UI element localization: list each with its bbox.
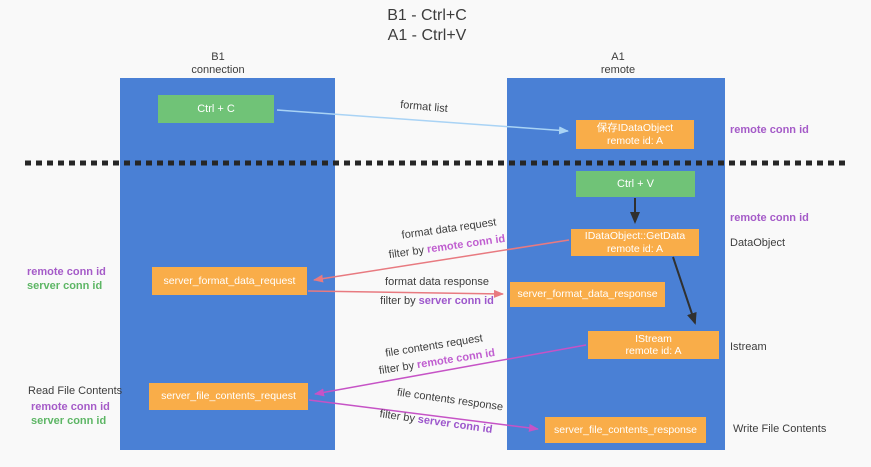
- save-idataobject-line2: remote id: A: [606, 134, 664, 147]
- istream-node: IStream remote id: A: [588, 331, 719, 359]
- diagram-title: B1 - Ctrl+C A1 - Ctrl+V: [387, 6, 467, 46]
- format-data-response-edge-label: format data response: [385, 276, 489, 288]
- filter-by-text-2: filter by: [380, 295, 419, 307]
- title-line-2: A1 - Ctrl+V: [387, 27, 467, 44]
- save-idataobject-line1: 保存IDataObject: [596, 122, 674, 134]
- file-contents-response-filter-label: filter by server conn id: [379, 408, 493, 436]
- ctrl-v-node: Ctrl + V: [576, 171, 695, 197]
- server-format-data-response-label: server_format_data_response: [517, 288, 658, 300]
- save-idataobject-node: 保存IDataObject remote id: A: [576, 120, 694, 149]
- istream-line1: IStream: [635, 332, 672, 345]
- format-list-edge-label: format list: [399, 98, 449, 116]
- format-data-response-arrow: [307, 289, 504, 298]
- filter-by-text-3: filter by: [378, 359, 419, 378]
- server-format-data-request-label: server_format_data_request: [163, 274, 296, 287]
- ctrl-v-label: Ctrl + V: [617, 177, 654, 190]
- server-file-contents-response-label: server_file_contents_response: [553, 423, 697, 436]
- filter-server-conn-id-2: server conn id: [416, 413, 494, 436]
- server-format-data-request-node: server_format_data_request: [152, 267, 307, 295]
- right-istream-label: Istream: [730, 341, 767, 353]
- left-conn-id-legend-format: remote conn id server conn id: [27, 265, 106, 293]
- right-remote-conn-id-top: remote conn id: [730, 124, 809, 136]
- ctrl-c-label: Ctrl + C: [197, 102, 235, 115]
- file-contents-response-edge-label: file contents response: [396, 386, 504, 414]
- server-file-contents-request-label: server_file_contents_request: [161, 390, 296, 402]
- left-conn-id-legend-file: remote conn id server conn id: [31, 400, 110, 428]
- left-read-file-contents-label: Read File Contents: [28, 385, 123, 397]
- filter-by-text-1: filter by: [388, 243, 428, 262]
- lane-b1-name: B1: [211, 51, 225, 63]
- right-write-file-contents-label: Write File Contents: [733, 423, 827, 435]
- idataobject-getdata-node: IDataObject::GetData remote id: A: [571, 229, 699, 256]
- left-remote-conn-id-1: remote conn id: [27, 266, 106, 278]
- right-dataobject-label: DataObject: [730, 237, 786, 249]
- server-file-contents-response-node: server_file_contents_response: [545, 417, 706, 443]
- getdata-line2: remote id: A: [606, 242, 664, 255]
- lane-header-a1: A1 remote: [601, 51, 635, 77]
- lane-a1-role: remote: [600, 64, 636, 76]
- lane-b1-role: connection: [191, 64, 245, 76]
- server-format-data-response-node: server_format_data_response: [510, 282, 665, 307]
- server-file-contents-request-node: server_file_contents_request: [149, 383, 308, 410]
- left-remote-conn-id-2: remote conn id: [31, 401, 110, 413]
- right-remote-conn-id-mid: remote conn id: [730, 212, 809, 224]
- title-line-1: B1 - Ctrl+C: [387, 7, 467, 24]
- filter-by-text-4: filter by: [378, 408, 419, 426]
- format-data-response-filter-label: filter by server conn id: [380, 295, 494, 307]
- ctrl-c-node: Ctrl + C: [158, 95, 274, 123]
- left-server-conn-id-2: server conn id: [31, 415, 107, 427]
- getdata-line1: IDataObject::GetData: [584, 230, 686, 242]
- lane-a1-name: A1: [611, 51, 625, 63]
- filter-server-conn-id-1: server conn id: [418, 295, 494, 307]
- left-server-conn-id-1: server conn id: [27, 280, 103, 292]
- istream-line2: remote id: A: [625, 345, 682, 357]
- lane-header-b1: B1 connection: [191, 51, 244, 77]
